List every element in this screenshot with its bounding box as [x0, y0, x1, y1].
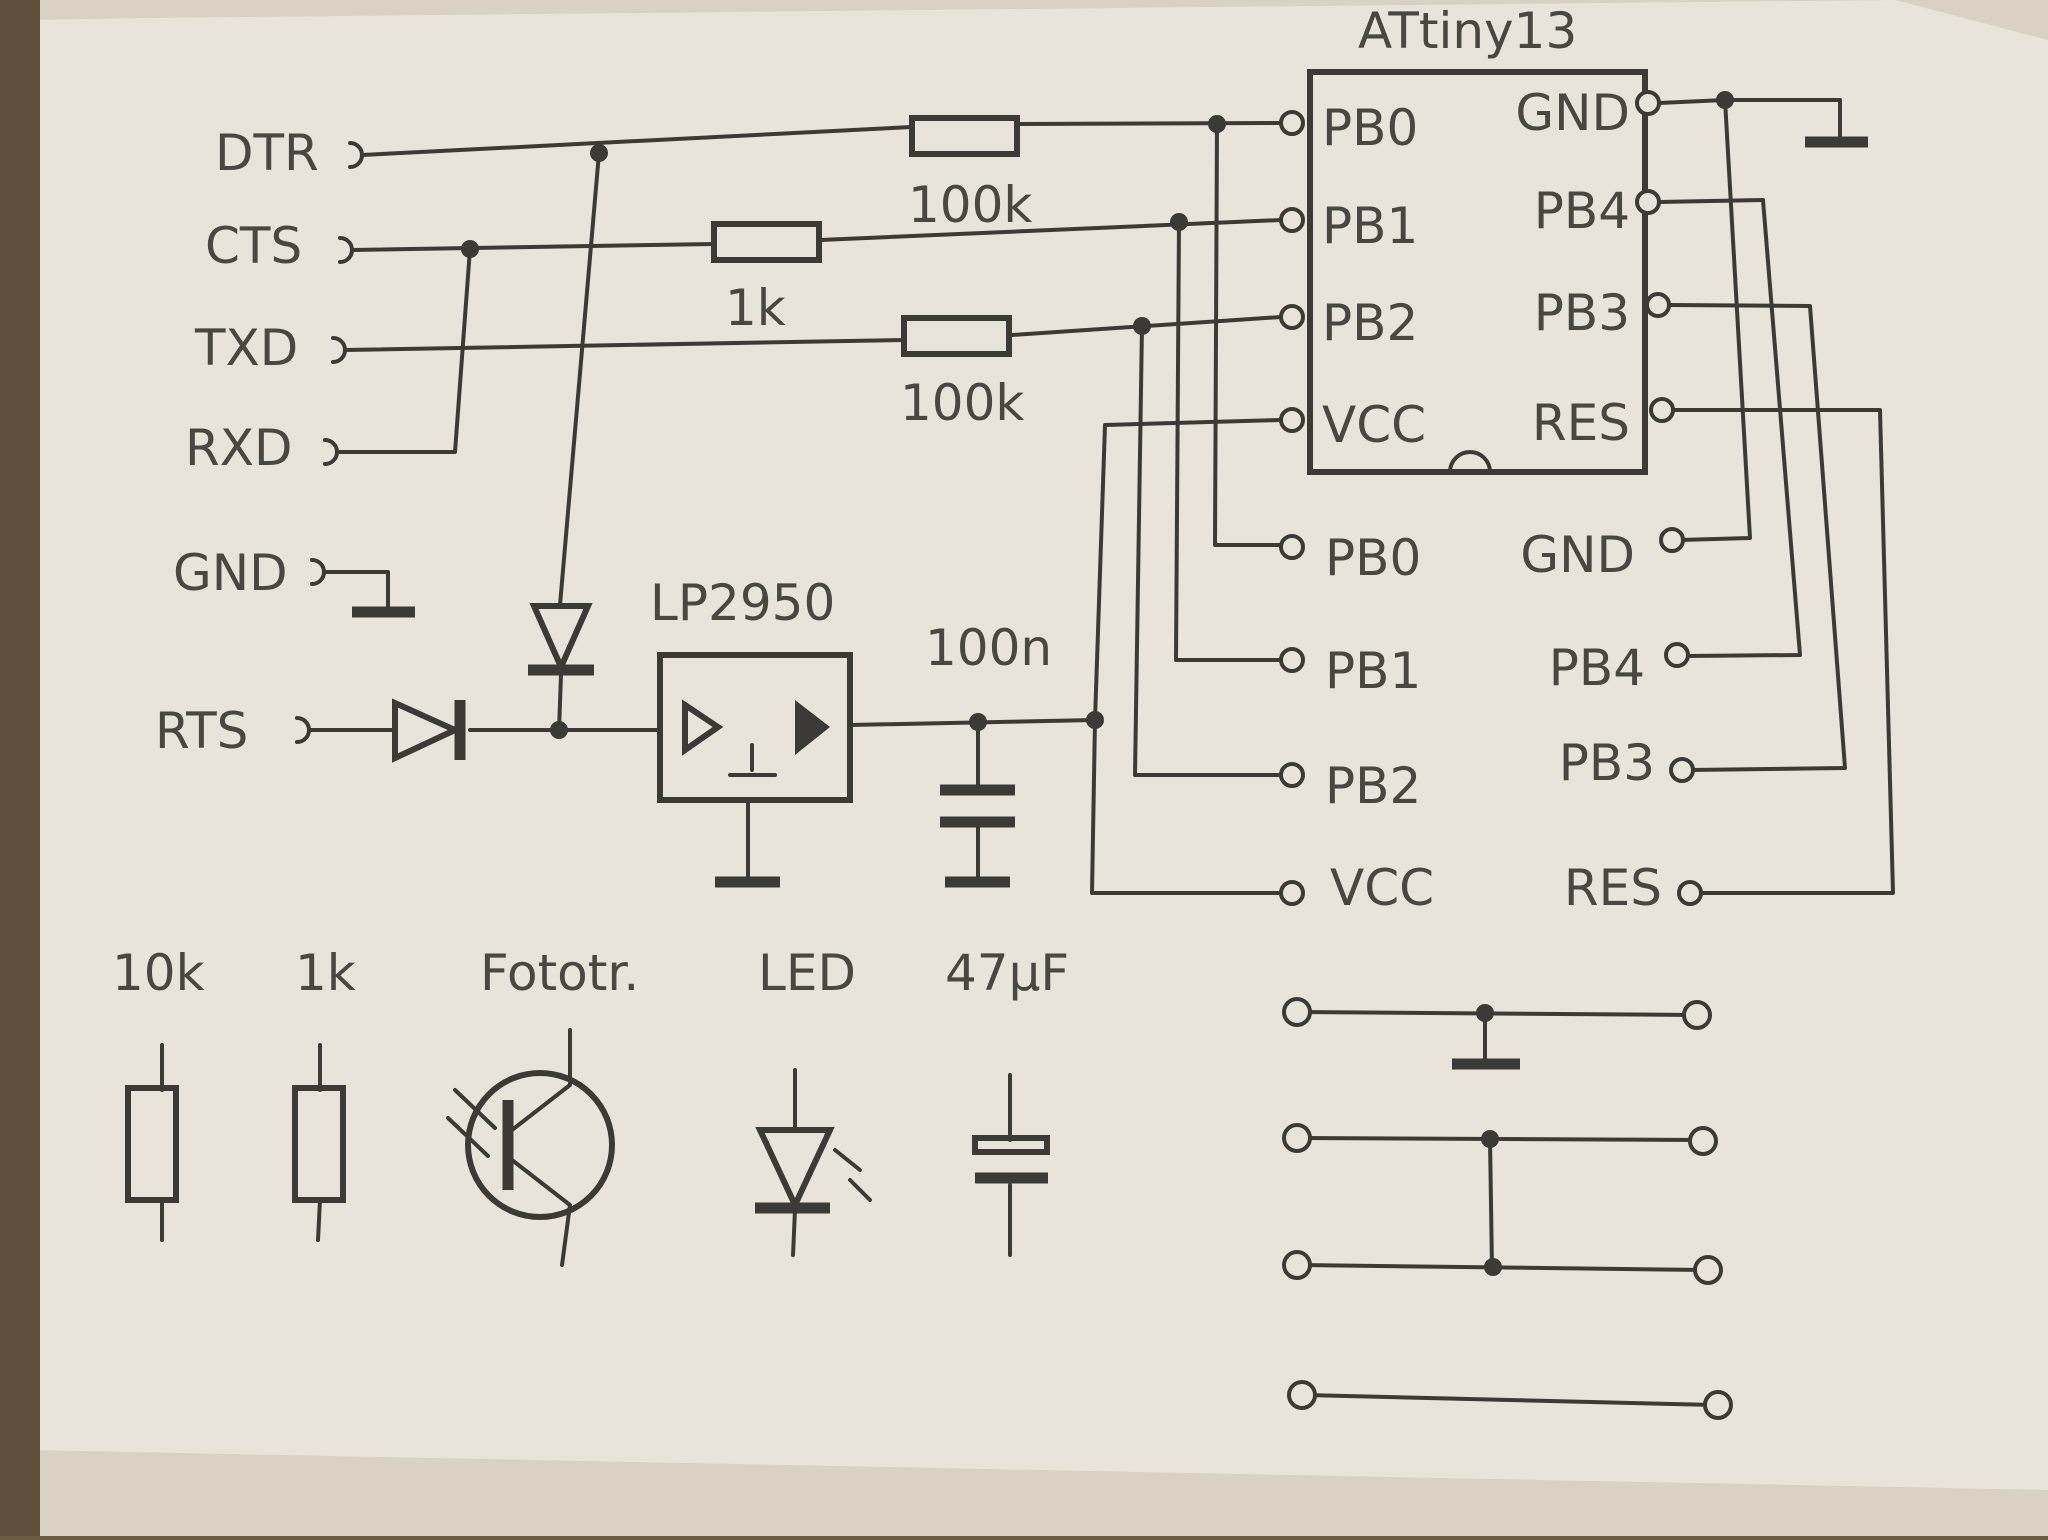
resistor-txd — [901, 315, 1012, 357]
legend-phototransistor — [446, 1028, 615, 1267]
resistors: 100k 1k 100k — [711, 115, 1032, 432]
connector-txd: TXD — [194, 319, 298, 377]
paper — [25, 0, 2048, 1490]
header-vcc: VCC — [1330, 859, 1434, 917]
legend-10k: 10k — [112, 944, 205, 1002]
chip-notch — [1448, 450, 1492, 474]
header-pb3: PB3 — [1559, 734, 1655, 792]
legend-led-symbol — [755, 1068, 872, 1257]
diode-top — [528, 603, 594, 732]
legend-fototr: Fototr. — [480, 944, 639, 1002]
component-legend: 10k 1k Fototr. LED 47µF — [112, 944, 1069, 1267]
header-pins: PB0 PB1 PB2 VCC GND PB4 PB3 RES — [1279, 526, 1703, 917]
connector-cts: CTS — [205, 217, 302, 275]
chip-pin-pb0: PB0 — [1322, 99, 1418, 157]
page-gutter — [0, 0, 40, 1536]
capacitor-100n: 100n — [925, 619, 1052, 888]
resistor-txd-value: 100k — [900, 374, 1024, 432]
chip-pin-pb4: PB4 — [1534, 182, 1630, 240]
legend-resistor-10k — [125, 1085, 179, 1203]
legend-led: LED — [758, 944, 856, 1002]
header-gnd: GND — [1520, 526, 1635, 584]
resistor-cts-value: 1k — [725, 279, 786, 337]
jumper-diagrams — [1282, 997, 1733, 1420]
connector-rxd: RXD — [185, 419, 293, 477]
chip-pin-pb3: PB3 — [1534, 284, 1630, 342]
connector-dtr: DTR — [215, 124, 319, 182]
legend-1k: 1k — [295, 944, 356, 1002]
header-pb4: PB4 — [1549, 639, 1645, 697]
regulator-label: LP2950 — [650, 574, 835, 632]
junctions — [461, 91, 1734, 739]
header-res: RES — [1564, 859, 1662, 917]
resistor-cts — [711, 221, 822, 263]
chip-pin-res: RES — [1532, 394, 1630, 452]
diode-rts — [392, 698, 466, 763]
attiny13-chip: ATtiny13 PB0 PB1 PB2 VCC GND PB4 PB3 RES — [1279, 2, 1675, 475]
chip-pin-pb1: PB1 — [1322, 197, 1418, 255]
chip-pin-vcc: VCC — [1322, 396, 1426, 454]
header-pb1: PB1 — [1325, 642, 1421, 700]
resistor-dtr — [909, 115, 1020, 157]
legend-resistor-1k — [292, 1085, 346, 1203]
legend-capacitor-47uf — [972, 1073, 1050, 1257]
connector-rts: RTS — [155, 702, 248, 760]
wiring — [307, 96, 1895, 895]
chip-pin-pb2: PB2 — [1322, 294, 1418, 352]
header-pb0: PB0 — [1325, 529, 1421, 587]
connector-gnd: GND — [173, 544, 288, 602]
resistor-dtr-value: 100k — [908, 176, 1032, 234]
capacitor-label: 100n — [925, 619, 1052, 677]
regulator-lp2950: LP2950 — [650, 574, 853, 888]
legend-47uf: 47µF — [945, 944, 1069, 1002]
chip-title: ATtiny13 — [1358, 2, 1577, 60]
chip-pin-gnd: GND — [1515, 84, 1630, 142]
header-pb2: PB2 — [1325, 757, 1421, 815]
